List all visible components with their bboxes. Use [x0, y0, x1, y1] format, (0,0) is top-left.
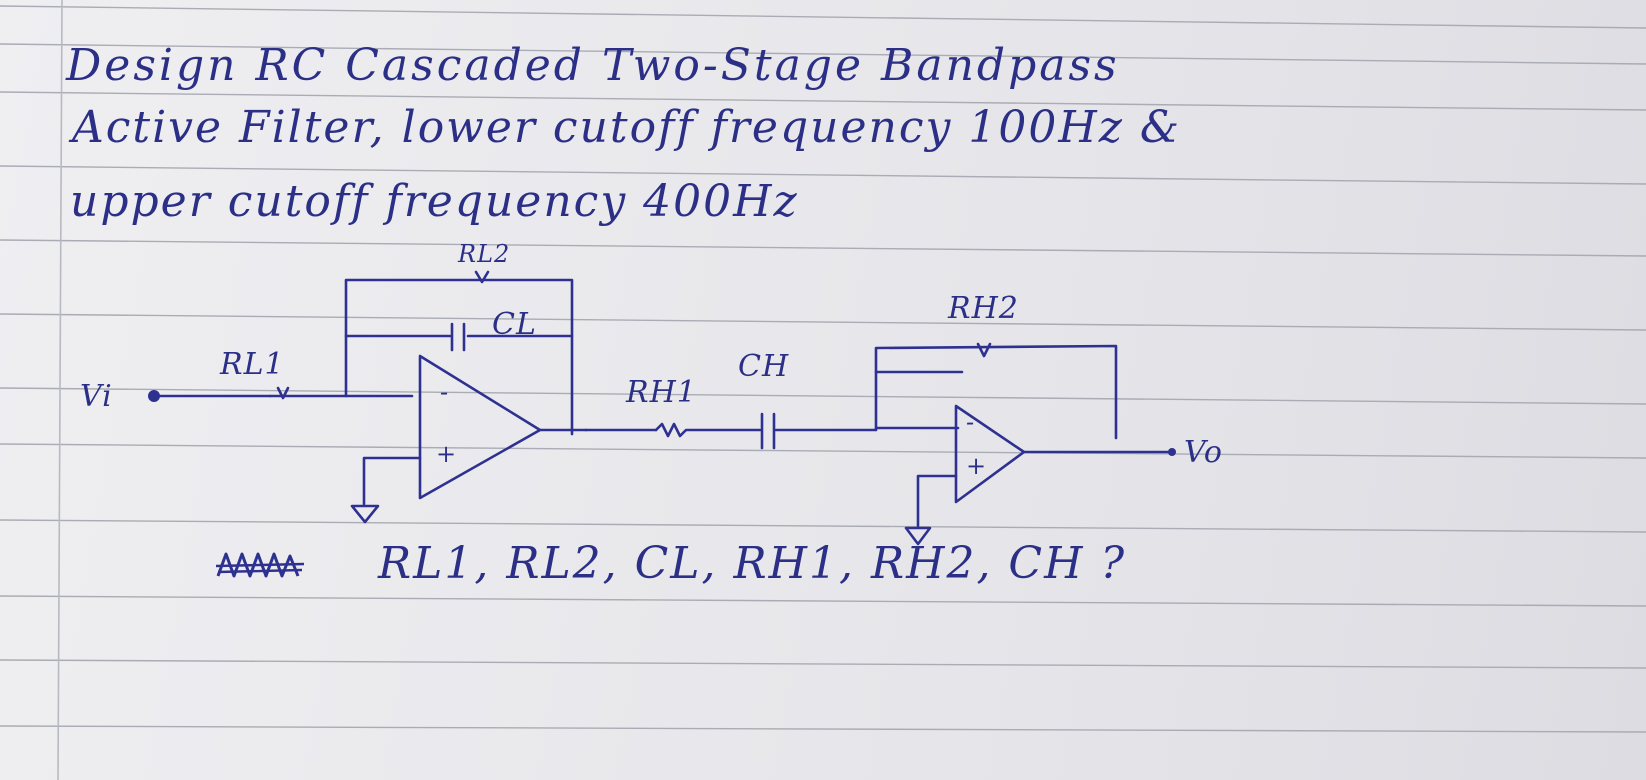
problem-line-3: upper cutoff frequency 400Hz: [70, 176, 799, 227]
interstage-highpass-input: [584, 370, 964, 450]
problem-line-1: Design RC Cascaded Two-Stage Bandpass: [66, 40, 1120, 91]
rh2-label: RH2: [948, 291, 1019, 326]
opamp2-body: [954, 404, 1026, 504]
cl-label: CL: [492, 307, 537, 342]
opamp1-plus-label: +: [436, 440, 458, 468]
rl1-resistor-mark: [276, 386, 290, 400]
opamp1-minus-label: -: [440, 378, 450, 406]
ch-wire: [774, 370, 964, 432]
ground2: [904, 526, 932, 546]
ch-label: CH: [738, 349, 790, 384]
stage1-lowpass: [148, 270, 588, 524]
question-text: RL1, RL2, CL, RH1, RH2, CH ?: [378, 538, 1127, 589]
scribble-mark: [215, 552, 305, 578]
rl1-label: RL1: [220, 347, 285, 382]
ch-capacitor: [760, 412, 776, 450]
rl2-resistor-mark: [474, 270, 490, 284]
opamp1-body: [418, 354, 542, 500]
output-terminal: [1168, 448, 1176, 456]
stage2-highpass: [874, 342, 1176, 546]
rh2-feedback-wire: [874, 344, 1118, 440]
opamp2-plus-label: +: [966, 452, 988, 480]
rh1-label: RH1: [626, 375, 697, 410]
ground1: [350, 504, 380, 524]
problem-line-2: Active Filter, lower cutoff frequency 10…: [72, 102, 1182, 153]
vin-label: Vi: [80, 379, 113, 414]
opamp2-minus-label: -: [966, 408, 976, 436]
rh1-resistor: [654, 422, 762, 438]
vo-label: Vo: [1184, 435, 1223, 470]
opamp2-plus-input: [916, 474, 958, 528]
rh2-resistor-mark: [976, 342, 992, 358]
cl-capacitor: [450, 322, 466, 352]
rl2-label: RL2: [458, 240, 511, 268]
rl2-feedback-wire: [344, 278, 574, 436]
opamp1-plus-input: [362, 456, 422, 506]
